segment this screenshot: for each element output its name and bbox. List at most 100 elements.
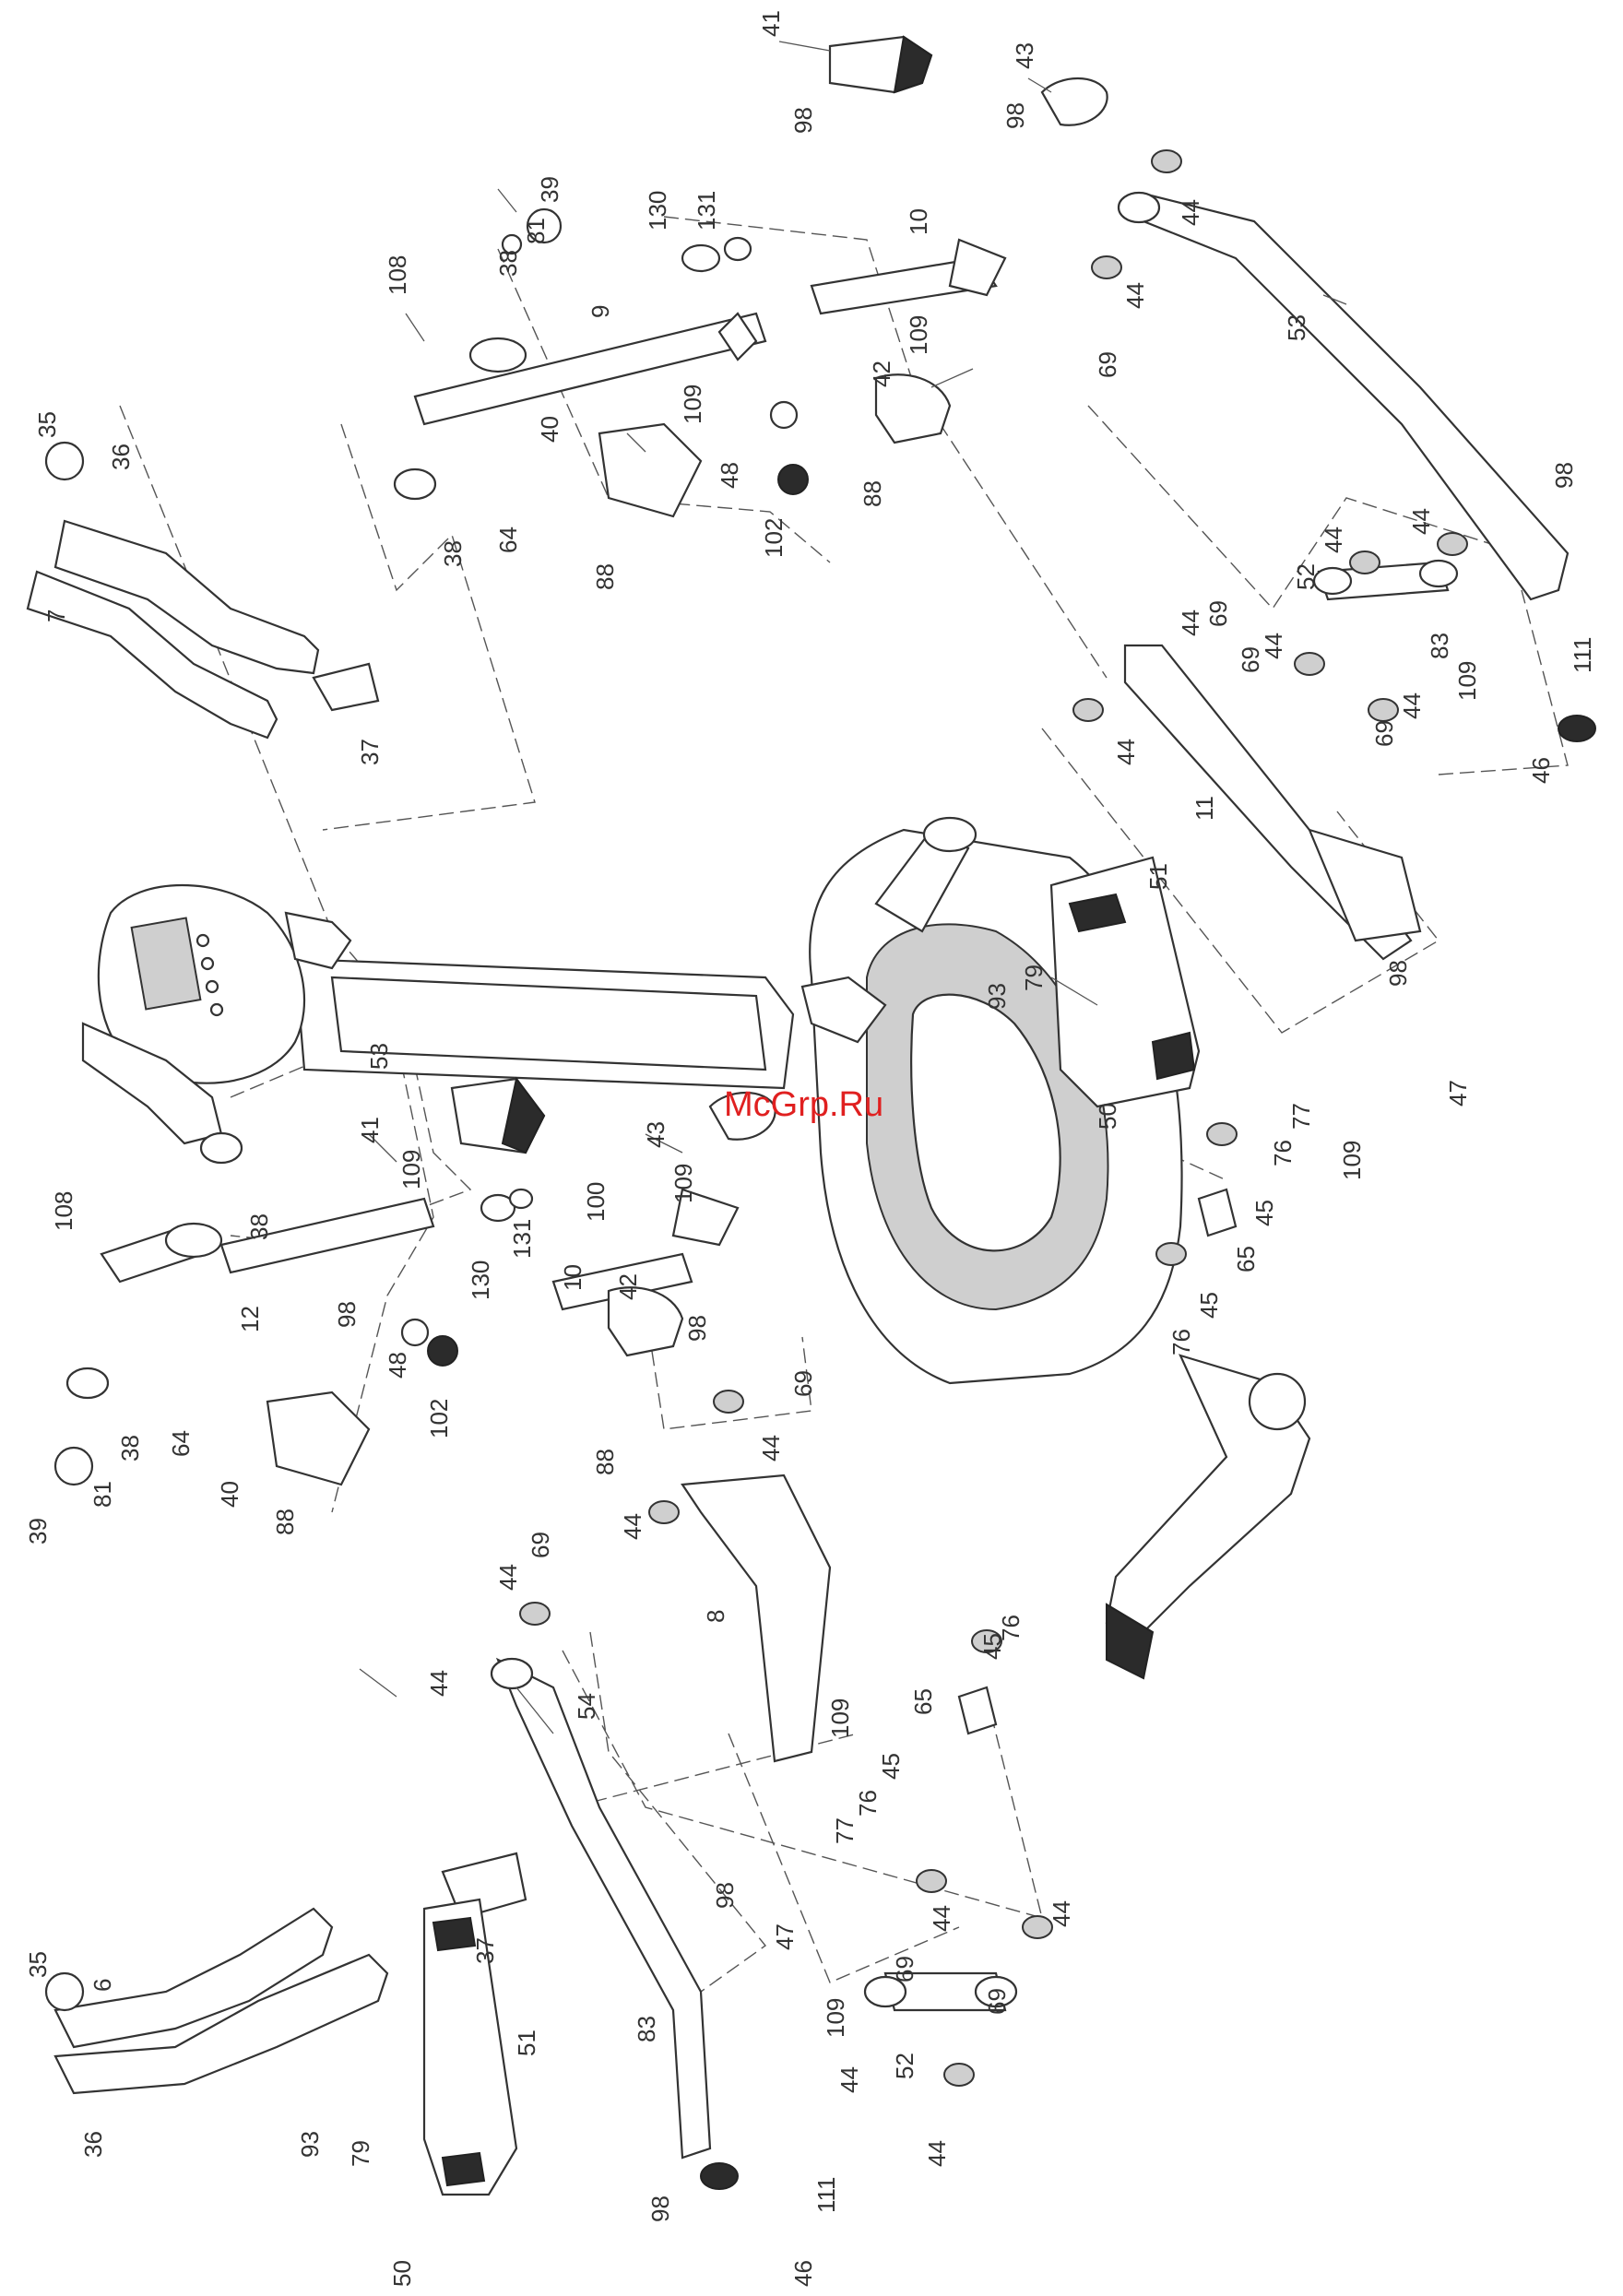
label-44: 44 [1260,633,1287,659]
label-42: 42 [868,361,895,387]
label-44: 44 [1398,692,1426,719]
label-10: 10 [559,1264,586,1291]
label-65: 65 [1232,1246,1260,1272]
label-98: 98 [1001,102,1029,129]
label-69: 69 [789,1370,817,1397]
label-37: 37 [471,1937,499,1964]
watermark-text: McGrp.Ru [724,1085,883,1124]
label-44: 44 [928,1905,955,1932]
label-130: 130 [644,191,671,231]
label-108: 108 [50,1191,77,1231]
label-131: 131 [508,1219,536,1259]
label-47: 47 [1444,1080,1472,1107]
label-9: 9 [586,305,614,318]
label-10: 10 [905,208,932,235]
label-52: 52 [1292,563,1320,590]
label-69: 69 [527,1532,554,1558]
label-88: 88 [591,563,619,590]
label-46: 46 [1527,757,1555,784]
label-54: 54 [573,1693,600,1720]
label-109: 109 [1338,1141,1366,1180]
label-83: 83 [1426,633,1453,659]
label-45: 45 [1195,1292,1223,1319]
label-44: 44 [1121,282,1149,309]
label-76: 76 [854,1790,882,1817]
label-8: 12 [236,1306,264,1332]
label-131: 131 [693,191,720,231]
label-44: 44 [1407,508,1435,535]
label-38: 38 [116,1435,144,1462]
label-35: 35 [33,411,61,438]
label-77: 77 [1287,1103,1315,1130]
label-88: 88 [859,480,886,507]
label-88: 88 [591,1449,619,1475]
label-38: 38 [494,250,522,277]
label-46: 46 [789,2260,817,2287]
label-44: 44 [923,2140,951,2167]
label-53: 53 [1283,314,1310,341]
label-98: 98 [333,1301,361,1328]
label-64: 102 [760,518,788,558]
label-69: 69 [1237,646,1264,673]
label-43: 43 [642,1121,669,1148]
label-42: 42 [614,1273,642,1300]
small-components [53,35,1596,2190]
main-frame [81,816,1311,1680]
label-69: 69 [891,1956,918,1982]
label-48: 48 [716,462,743,489]
label-44: 44 [1048,1900,1075,1927]
label-76: 76 [1269,1140,1297,1166]
label-111: 111 [812,2176,840,2213]
label-12: 8 [702,1610,729,1623]
label-45: 45 [877,1753,905,1780]
label-130: 130 [467,1260,494,1300]
label-38: 38 [439,540,467,567]
label-98: 98 [1384,960,1412,987]
label-44: 44 [1112,739,1140,765]
label-83: 83 [633,2016,660,2042]
pedals [422,856,1201,2196]
label-44: 44 [757,1435,785,1462]
label-98: 98 [1550,462,1578,489]
label-44: 44 [619,1513,646,1540]
label-81: 81 [89,1481,116,1508]
label-109: 109 [826,1698,854,1738]
label-53: 53 [365,1043,393,1070]
handlebar-tubes [26,441,527,2095]
label-40: 40 [536,416,563,443]
label-44: 44 [1177,610,1204,636]
label-69: 69 [1094,351,1121,378]
label-98: 98 [789,107,817,134]
part-labels: 41 43 98 98 44 130 131 10 39 81 108 38 9… [24,10,1596,2287]
label-44: 44 [1177,199,1204,226]
label-52: 52 [891,2053,918,2079]
label-38: 38 [245,1213,273,1240]
label-109: 109 [905,315,932,355]
label-111: 111 [1569,636,1596,673]
label-109: 109 [669,1164,697,1203]
label-44: 44 [1320,527,1347,553]
label-100: 100 [582,1182,610,1222]
label-47: 47 [771,1923,799,1950]
label-37: 37 [356,739,384,765]
label-81: 81 [522,218,550,244]
label-11: 11 [1191,796,1218,821]
label-45: 45 [1250,1200,1278,1226]
lower-arm-parts [100,1188,1018,2160]
label-51: 51 [1144,863,1172,890]
label-93: 93 [296,2131,324,2158]
label-76: 76 [1167,1329,1195,1355]
label-50: 50 [388,2260,416,2287]
label-48: 48 [384,1352,411,1379]
leader-lines [359,41,1347,1734]
label-93: 93 [983,983,1011,1010]
label-65: 65 [909,1688,937,1715]
label-39: 39 [24,1518,52,1544]
label-109: 109 [397,1150,425,1189]
label-40: 40 [216,1481,243,1508]
label-69: 69 [1204,600,1232,627]
upper-arm-parts [413,191,1570,961]
label-98: 98 [683,1315,711,1342]
